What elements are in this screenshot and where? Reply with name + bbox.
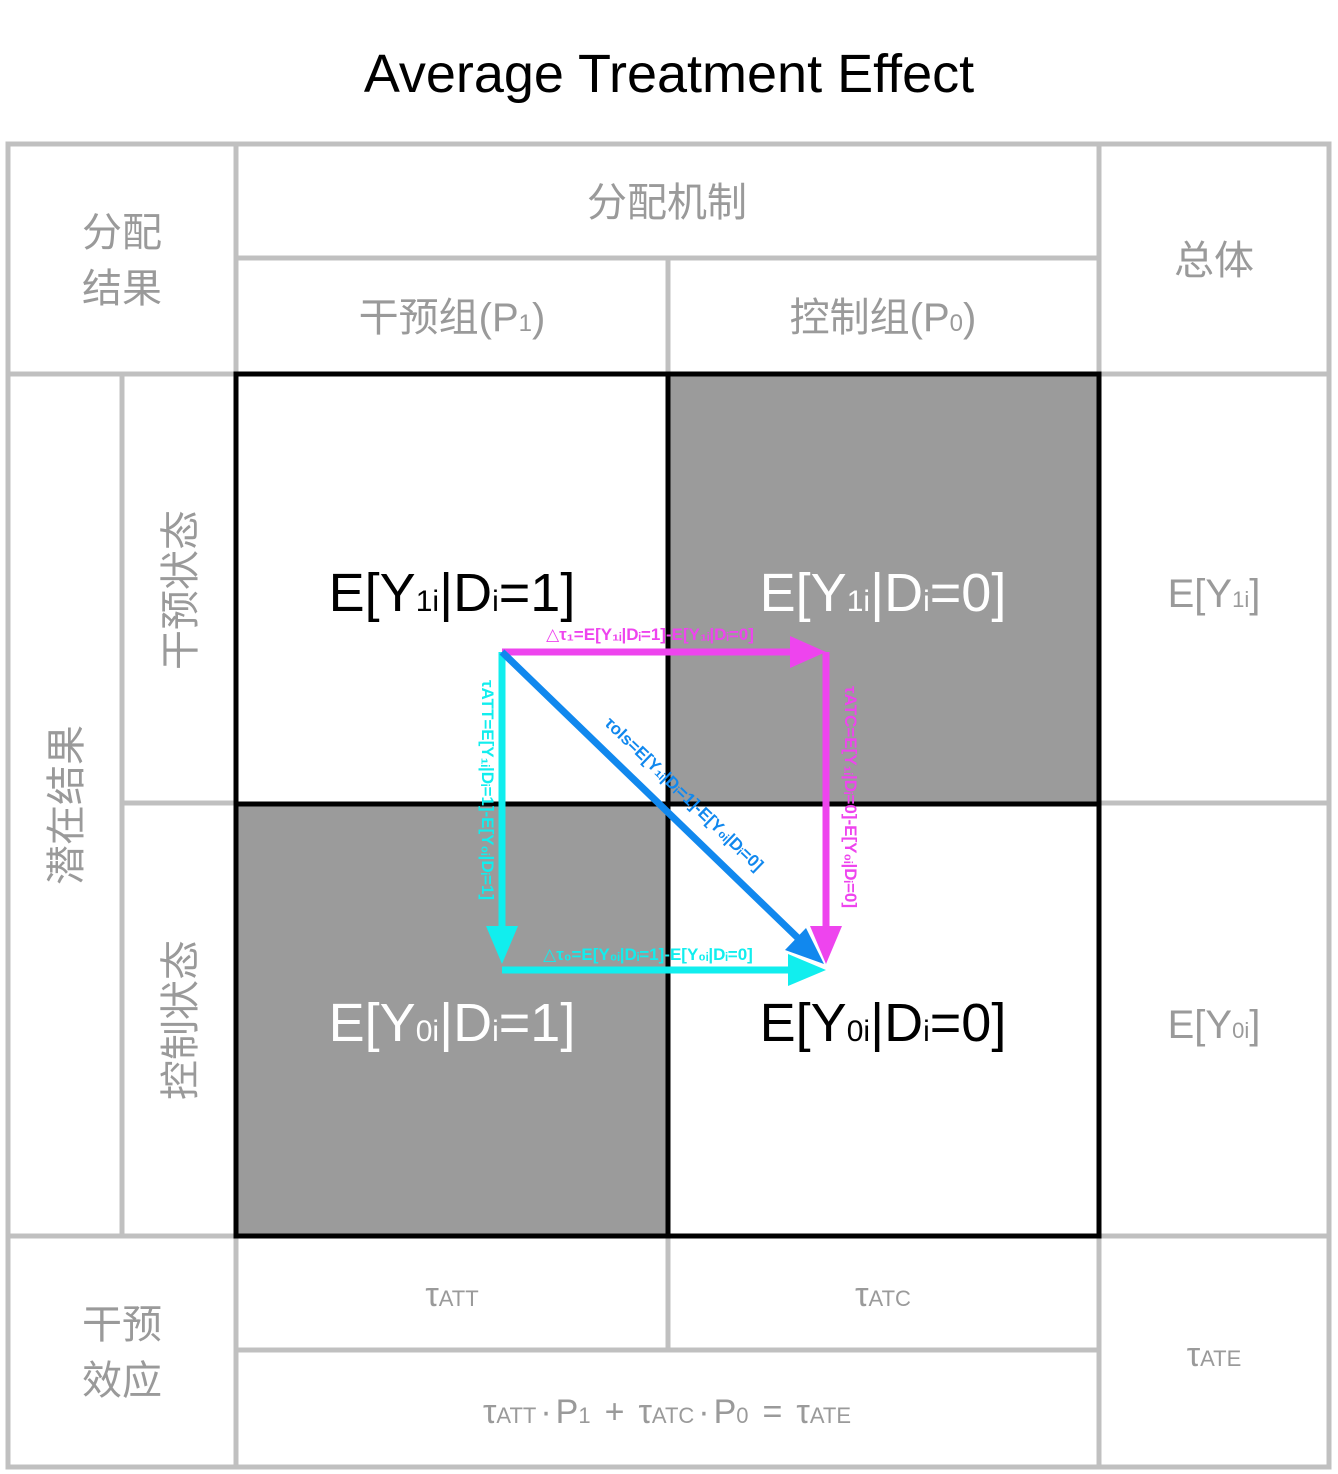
effect-label-line2: 效应	[82, 1359, 162, 1403]
tau-att-label: τATT	[425, 1276, 478, 1314]
cell-y0-d0: E[Y0i|Di=0]	[760, 993, 1007, 1053]
total-ey1: E[Y1i]	[1168, 572, 1261, 616]
assignment-result-line1: 分配	[82, 211, 162, 255]
arrow-tau-atc-label: τATC=E[Y₁ᵢ|Dᵢ=0]-E[Y₀ᵢ|Dᵢ=0]	[841, 686, 860, 908]
arrow-delta-tau0-label: △τ₀=E[Y₀ᵢ|Dᵢ=1]-E[Y₀ᵢ|Dᵢ=0]	[543, 945, 753, 964]
ate-decomposition-formula: τATT·P1+τATC·P0=τATE	[483, 1393, 851, 1431]
cell-shaded-y0-d1	[237, 804, 668, 1234]
cell-y1-d1: E[Y1i|Di=1]	[329, 563, 576, 623]
cell-y0-d1: E[Y0i|Di=1]	[329, 993, 576, 1053]
effect-label-line1: 干预	[82, 1303, 162, 1347]
cell-y1-d0: E[Y1i|Di=0]	[760, 563, 1007, 623]
total-ey0: E[Y0i]	[1168, 1003, 1261, 1047]
control-group-label: 控制组(P0)	[790, 296, 977, 340]
arrow-tau-att-label: τATT=E[Y₁ᵢ|Dᵢ=1]-E[Y₀ᵢ|Dᵢ=1]	[478, 680, 497, 900]
treatment-group-label: 干预组(P1)	[359, 296, 546, 340]
arrow-delta-tau0	[502, 954, 826, 986]
arrow-tau-att	[486, 652, 518, 964]
assignment-mechanism-label: 分配机制	[587, 181, 747, 225]
arrow-tau-ols	[499, 649, 824, 964]
arrow-delta-tau1	[502, 636, 826, 668]
arrow-tau-atc	[810, 652, 842, 964]
arrow-delta-tau1-label: △τ₁=E[Y₁ᵢ|Dᵢ=1]-E[Y₁ᵢ|Dᵢ=0]	[546, 625, 754, 644]
treated-state-label: 干预状态	[159, 510, 203, 670]
control-state-label: 控制状态	[159, 940, 203, 1100]
potential-outcome-label: 潜在结果	[45, 725, 89, 885]
outcome-matrix-border	[233, 371, 1102, 1239]
tau-atc-label: τATC	[855, 1276, 911, 1314]
diagram-title: Average Treatment Effect	[364, 44, 974, 104]
assignment-result-line2: 结果	[82, 267, 162, 311]
tau-ate-label: τATE	[1187, 1336, 1242, 1374]
overall-label: 总体	[1174, 239, 1254, 283]
cell-shaded-y1-d0	[668, 375, 1099, 804]
